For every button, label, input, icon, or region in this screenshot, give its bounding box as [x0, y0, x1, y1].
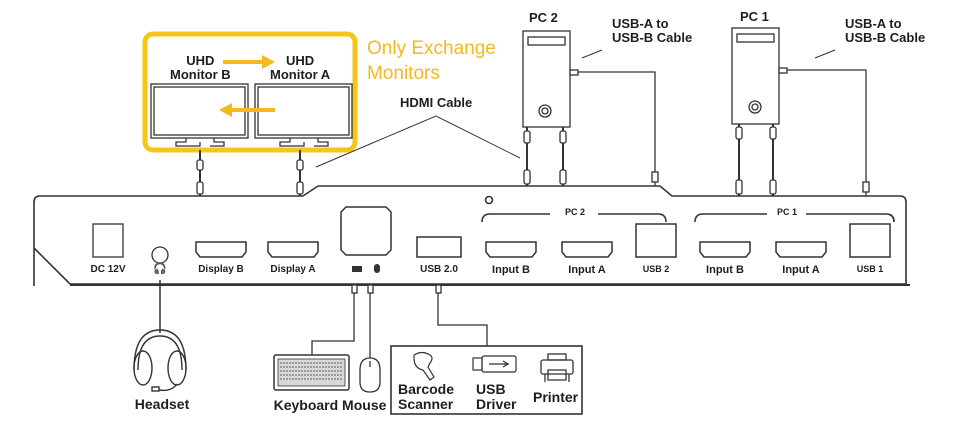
- hdmi-cable-label: HDMI Cable: [400, 95, 473, 110]
- keyboard-mouse-label: Keyboard Mouse: [273, 397, 387, 413]
- pc1-input-b-label: Input B: [706, 264, 744, 276]
- swap-arrow-right: [223, 55, 275, 69]
- kbm-usb-hub-port: [340, 206, 392, 256]
- exchange-note-line2: Monitors: [367, 62, 440, 84]
- pc2-usb-b-port: [635, 223, 677, 258]
- barcode-label-line1: Barcode: [398, 381, 455, 397]
- pc1-input-a-port: [775, 241, 827, 258]
- keyboard-small-icon: [352, 266, 362, 272]
- display-a-port: [267, 241, 319, 258]
- monitor-a-label-line1: UHD: [286, 53, 315, 68]
- display-a-label: Display A: [270, 264, 316, 275]
- usb20-cable: [435, 284, 488, 346]
- exchange-note-line1: Only Exchange: [367, 38, 496, 59]
- swap-arrow-left: [219, 103, 275, 117]
- status-led: [484, 195, 494, 205]
- hdmi-cable-monitor-a: [296, 150, 304, 196]
- usb-devices-box: [390, 345, 583, 415]
- pc2-tower: [522, 30, 659, 186]
- mouse-small-icon: [374, 264, 380, 273]
- pc2-input-a-label: Input A: [568, 264, 606, 276]
- pc2-label: PC 2: [529, 10, 558, 25]
- display-b-label: Display B: [198, 264, 244, 275]
- headphone-port-icon: 🎧: [153, 263, 167, 275]
- pc2-group-label: PC 2: [556, 207, 594, 218]
- audio-jack-port: [151, 246, 169, 264]
- usb-cable-pc2-label: USB-A to USB-B Cable: [612, 16, 693, 46]
- usb20-port: [416, 236, 462, 258]
- pc1-usb-label: USB 1: [856, 264, 884, 274]
- pc2-input-b-port: [485, 241, 537, 258]
- pc2-input-b-label: Input B: [492, 264, 530, 276]
- headset-label: Headset: [134, 396, 190, 412]
- pc1-usb-b-port: [849, 223, 891, 258]
- display-b-port: [195, 241, 247, 258]
- usb-cable-pc2-line2: USB-B Cable: [612, 30, 693, 46]
- usb-cable-pc1-line2: USB-B Cable: [845, 30, 926, 46]
- pc2-input-a-port: [561, 241, 613, 258]
- printer-icon: [540, 353, 574, 382]
- dc-power-port: [92, 223, 124, 258]
- monitor-b-label: UHD Monitor B: [170, 53, 231, 83]
- monitor-a-label: UHD Monitor A: [270, 53, 331, 83]
- dc-port-label: DC 12V: [90, 264, 126, 275]
- monitor-b-label-line1: UHD: [186, 53, 215, 68]
- usb-cable-pc1-label: USB-A to USB-B Cable: [845, 16, 926, 46]
- monitor-a: [254, 83, 353, 147]
- usb-cable-pc1-line1: USB-A to: [845, 16, 902, 31]
- usb-driver-label-line2: Driver: [476, 396, 517, 413]
- pc1-input-b-port: [699, 241, 751, 258]
- pc1-group-label: PC 1: [768, 207, 806, 218]
- monitor-b-label-line2: Monitor B: [170, 67, 231, 83]
- pc2-group-bracket: [481, 213, 667, 223]
- printer-label: Printer: [533, 389, 579, 405]
- headset-icon: [133, 329, 187, 392]
- usb20-label: USB 2.0: [420, 264, 458, 275]
- pc1-label: PC 1: [740, 9, 769, 24]
- pc1-tower: [731, 27, 870, 196]
- monitor-b: [150, 83, 249, 147]
- barcode-scanner-label: Barcode Scanner: [398, 381, 455, 413]
- kvm-switch-body: [33, 185, 907, 286]
- pc1-group-bracket: [694, 213, 895, 223]
- monitor-a-label-line2: Monitor A: [270, 67, 331, 83]
- monitor-highlight-box: [142, 31, 358, 153]
- keyboard-icon: [273, 354, 350, 391]
- hdmi-pointer-line: [315, 115, 521, 168]
- barcode-label-line2: Scanner: [398, 396, 454, 413]
- exchange-monitors-note: Only Exchange Monitors: [367, 38, 496, 85]
- mouse-icon: [359, 357, 381, 393]
- pc2-usb-label: USB 2: [642, 264, 670, 274]
- mouse-cable: [367, 284, 374, 358]
- keyboard-cable: [311, 284, 358, 355]
- usb-drive-icon: [472, 355, 517, 373]
- pc1-input-a-label: Input A: [782, 264, 820, 276]
- barcode-scanner-icon: [413, 351, 435, 381]
- usb-driver-label: USB Driver: [476, 381, 517, 413]
- usb-cable-pc2-line1: USB-A to: [612, 16, 669, 31]
- hdmi-cable-monitor-b: [196, 150, 204, 196]
- usb-driver-label-line1: USB: [476, 381, 506, 397]
